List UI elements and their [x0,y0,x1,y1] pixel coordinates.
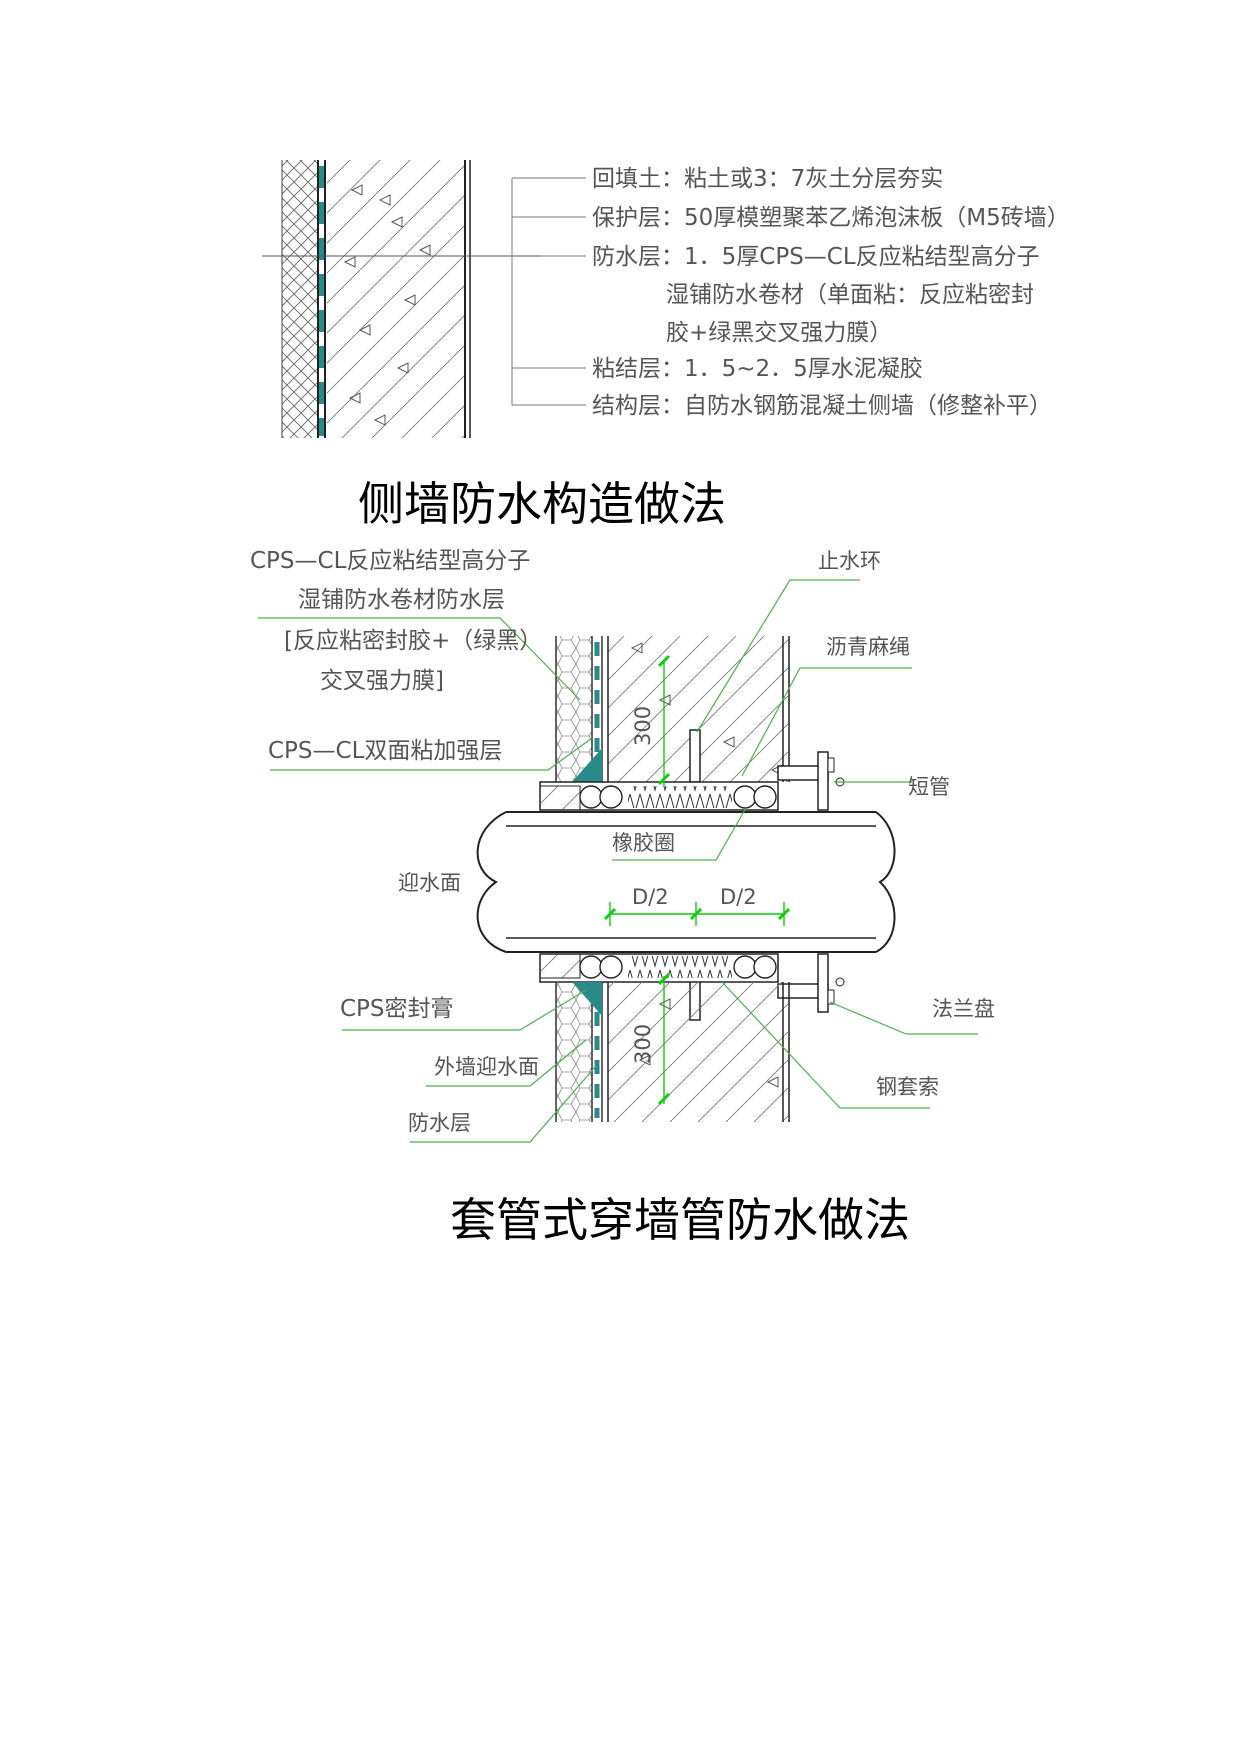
concrete-lower [608,982,788,1122]
label-outer-wall: 外墙迎水面 [434,1055,539,1079]
label-steel-cable: 钢套索 [876,1075,939,1099]
layer-waterproof-3: 胶+绿黑交叉强力膜） [666,320,892,346]
pipe-break-left [476,811,507,953]
label-sealant: CPS密封膏 [340,996,454,1022]
dim-300-lower: 300 [631,1024,655,1064]
layer-structure: 结构层：自防水钢筋混凝土侧墙（修整补平） [592,393,1052,419]
sleeve-pipe-title: 套管式穿墙管防水做法 [450,1193,910,1247]
sleeve-labels: CPS—CL反应粘结型高分子 湿铺防水卷材防水层 [反应粘密封胶+（绿黑） 交叉… [250,548,995,1135]
label-membrane-3: [反应粘密封胶+（绿黑） [284,628,542,654]
insulation-lower [556,982,592,1122]
backfill-hatch [282,160,318,438]
label-membrane-2: 湿铺防水卷材防水层 [298,587,505,613]
leader-lines [258,579,978,1143]
label-waterproof-layer: 防水层 [408,1111,471,1135]
side-wall-title: 侧墙防水构造做法 [358,477,726,531]
layer-waterproof: 防水层：1．5厚CPS—CL反应粘结型高分子 [592,244,1040,270]
pipe-break-right [875,811,896,953]
layer-backfill: 回填土：粘土或3：7灰土分层夯实 [592,166,943,192]
label-membrane-4: 交叉强力膜] [320,668,444,694]
hemp-rope-lower [628,956,732,978]
dim-300-upper: 300 [631,706,655,746]
rubber-rings-lower [579,955,777,979]
concrete-wall-hatch [327,160,465,438]
water-stop-ring-upper [689,729,701,783]
rubber-rings-upper [579,785,777,809]
label-rubber-ring: 橡胶圈 [612,831,675,855]
side-wall-section [262,160,586,438]
layer-bonding: 粘结层：1．5~2．5厚水泥凝胶 [592,356,923,382]
layer-labels: 回填土：粘土或3：7灰土分层夯实 保护层：50厚模塑聚苯乙烯泡沫板（M5砖墙） … [592,166,1070,419]
label-water-face: 迎水面 [398,871,461,895]
reinforce-fillet-upper [572,748,602,782]
dim-half-d-left: D/2 [632,885,669,909]
insulation-upper [556,636,592,782]
dimension-lines [603,654,791,1106]
pipe-body [506,812,876,952]
layer-waterproof-2: 湿铺防水卷材（单面粘：反应粘密封 [666,282,1034,308]
label-membrane-1: CPS—CL反应粘结型高分子 [250,548,530,574]
label-flange: 法兰盘 [932,997,995,1021]
label-short-pipe: 短管 [908,775,950,799]
label-water-stop-ring: 止水环 [818,549,881,573]
dim-half-d-right: D/2 [720,885,757,909]
reinforce-fillet-lower [572,982,602,1016]
aggregate-marks [343,184,431,426]
label-reinforce: CPS—CL双面粘加强层 [268,738,502,764]
leader-bracket [511,177,586,406]
sleeve-pipe-section [258,579,978,1143]
layer-protection: 保护层：50厚模塑聚苯乙烯泡沫板（M5砖墙） [592,205,1070,231]
hemp-rope-upper [628,786,732,808]
label-hemp-rope: 沥青麻绳 [826,635,910,659]
